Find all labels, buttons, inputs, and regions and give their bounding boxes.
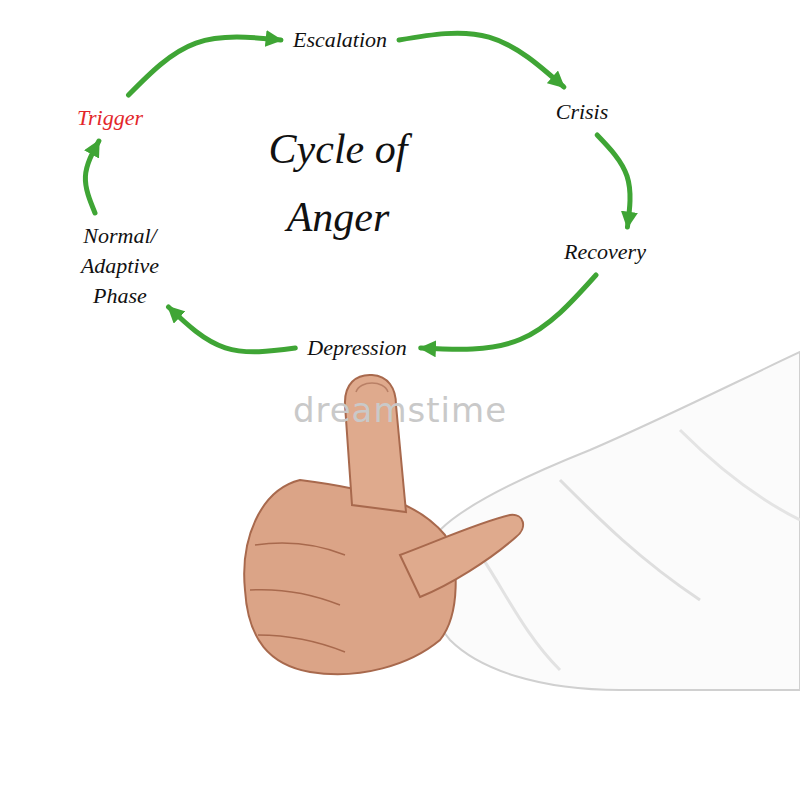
cycle-stage: Recovery xyxy=(560,235,650,269)
knuckle-line xyxy=(250,590,340,605)
sleeve-fold xyxy=(560,480,700,600)
sleeve-fold xyxy=(680,430,800,520)
stage-label: Depression xyxy=(307,333,406,363)
cycle-arrow xyxy=(399,33,564,87)
cycle-arrow xyxy=(597,135,630,227)
stage-label: Trigger xyxy=(77,103,143,133)
cycle-arrow xyxy=(85,141,99,213)
diagram-title: Cycle of Anger xyxy=(223,115,453,251)
cycle-arrow xyxy=(421,275,596,349)
stage-label: Escalation xyxy=(293,25,387,55)
cycle-stage: Depression xyxy=(303,331,410,365)
stage-label: Normal/ Adaptive Phase xyxy=(62,221,179,311)
thumb xyxy=(400,515,523,597)
watermark: dreamstime xyxy=(293,390,507,430)
cycle-stage: Escalation xyxy=(289,23,391,57)
cycle-stage: Crisis xyxy=(552,95,613,129)
cycle-stage: Trigger xyxy=(73,101,147,135)
knuckle-line xyxy=(258,635,345,652)
cycle-arrow xyxy=(129,37,281,95)
stage-label: Crisis xyxy=(556,97,609,127)
cycle-arrow xyxy=(169,307,296,352)
cycle-stage: Normal/ Adaptive Phase xyxy=(58,219,183,313)
stage-label: Recovery xyxy=(564,237,646,267)
knuckle-line xyxy=(255,543,345,555)
